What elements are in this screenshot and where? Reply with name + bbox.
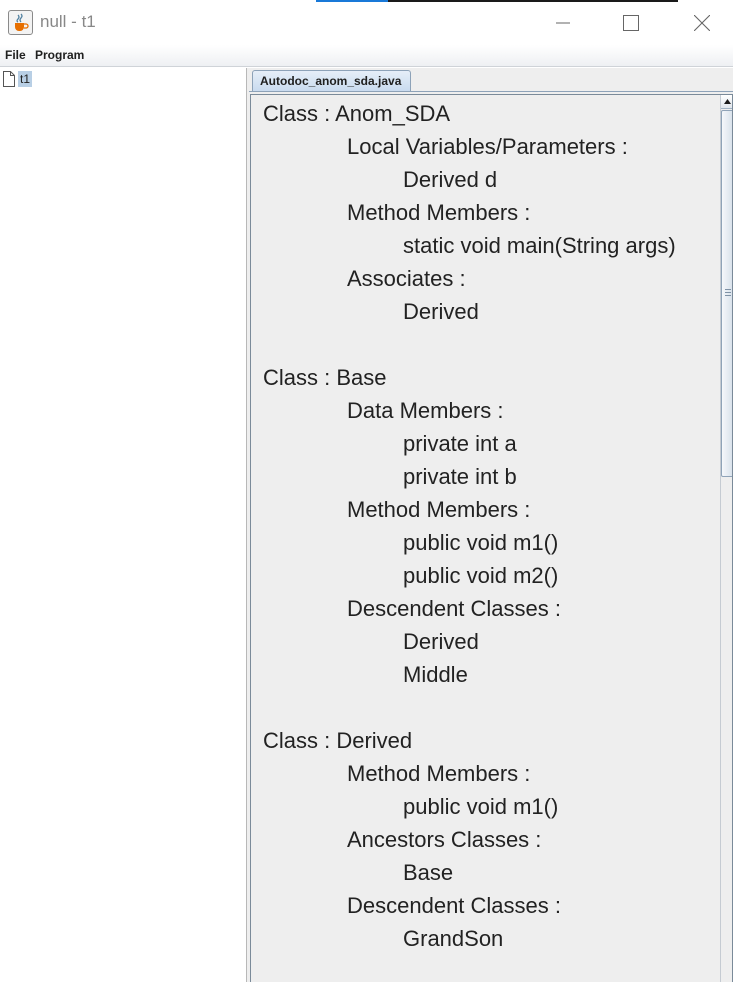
grip-icon (725, 289, 731, 296)
minimize-icon (556, 22, 570, 24)
section-heading: Associates : (347, 266, 466, 291)
menu-file[interactable]: File (5, 48, 26, 62)
menu-bar: File Program (0, 45, 733, 67)
member-line: static void main(String args) (403, 233, 676, 258)
title-bar[interactable]: null - t1 (0, 0, 733, 45)
titlebar-accent-bar (316, 0, 388, 2)
file-icon (3, 71, 15, 87)
arrow-up-icon (724, 99, 731, 104)
section-heading: Data Members : (347, 398, 504, 423)
member-line: private int b (403, 464, 517, 489)
close-button[interactable] (686, 8, 718, 38)
tab-strip-border (249, 91, 733, 92)
vertical-scrollbar[interactable] (720, 95, 732, 982)
close-icon (694, 15, 710, 31)
section-heading: Local Variables/Parameters : (347, 134, 628, 159)
tab-autodoc[interactable]: Autodoc_anom_sda.java (252, 70, 411, 91)
class-heading: Class : Anom_SDA (263, 101, 451, 126)
menu-program[interactable]: Program (35, 48, 85, 62)
section-heading: Method Members : (347, 761, 531, 786)
member-line: Derived (403, 299, 479, 324)
titlebar-accent-bar-dark (388, 0, 678, 2)
minimize-button[interactable] (547, 8, 579, 38)
java-cup-icon[interactable] (8, 10, 33, 35)
section-heading: Method Members : (347, 200, 531, 225)
class-heading: Class : Base (263, 365, 387, 390)
document-view[interactable]: Class : Anom_SDA Local Variables/Paramet… (250, 94, 733, 982)
blank-line (263, 328, 732, 361)
tree-node-label[interactable]: t1 (18, 71, 33, 87)
section-heading: Descendent Classes : (347, 596, 561, 621)
section-heading: Method Members : (347, 497, 531, 522)
scroll-up-button[interactable] (721, 95, 732, 109)
maximize-button[interactable] (615, 8, 647, 38)
document-panel: Autodoc_anom_sda.java Class : Anom_SDA L… (249, 68, 733, 982)
member-line: Derived (403, 629, 479, 654)
scrollbar-thumb[interactable] (721, 110, 732, 477)
member-line: public void m1() (403, 794, 559, 819)
member-line: private int a (403, 431, 517, 456)
maximize-icon (623, 15, 639, 31)
section-heading: Ancestors Classes : (347, 827, 542, 852)
class-heading: Class : Derived (263, 728, 413, 753)
member-line: Base (403, 860, 454, 885)
member-line: GrandSon (403, 926, 504, 951)
document-text: Class : Anom_SDA Local Variables/Paramet… (263, 97, 732, 955)
member-line: Middle (403, 662, 468, 687)
split-pane-divider[interactable] (246, 68, 249, 982)
section-heading: Descendent Classes : (347, 893, 561, 918)
window-title: null - t1 (40, 12, 96, 31)
member-line: public void m1() (403, 530, 559, 555)
blank-line (263, 691, 732, 724)
member-line: Derived d (403, 167, 498, 192)
member-line: public void m2() (403, 563, 559, 588)
project-tree[interactable]: t1 (0, 68, 246, 982)
